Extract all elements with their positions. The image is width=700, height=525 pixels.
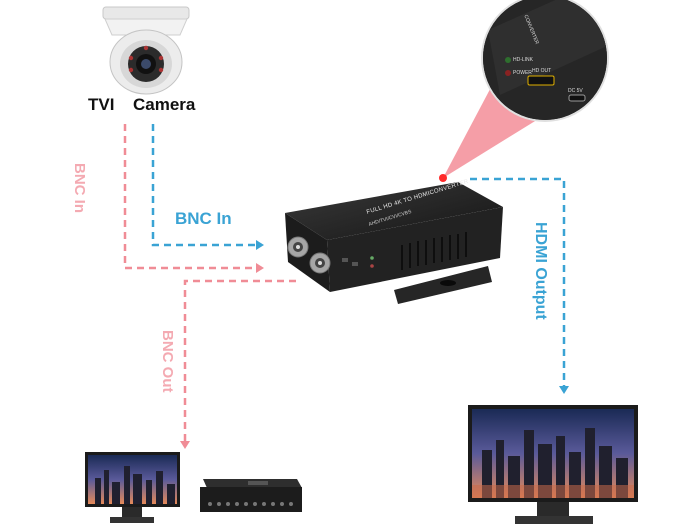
- hdmi-output-label: HDMI Output: [532, 222, 549, 320]
- bnc-in-label-vertical: BNC In: [71, 163, 88, 213]
- bnc-in-label-horizontal: BNC In: [175, 209, 232, 228]
- monitor-icon-right: [468, 405, 638, 524]
- camera-label: Camera: [133, 95, 196, 114]
- bnc-in-pink-arrow: [123, 124, 264, 273]
- zoom-label-hdmi-out: HD OUT: [532, 68, 552, 74]
- zoom-label-dc: DC 5V: [568, 88, 583, 94]
- bnc-out-label: BNC Out: [159, 330, 176, 393]
- dome-camera-icon: [102, 6, 190, 95]
- tvi-label: TVI: [88, 95, 115, 114]
- monitor-icon-left: [85, 452, 180, 523]
- zoom-label-link: HD-LINK: [513, 57, 534, 63]
- bnc-in-blue-arrow: [151, 124, 264, 250]
- dvr-icon: [200, 479, 302, 512]
- zoom-callout-icon: [481, 0, 609, 122]
- zoom-label-power: POWER: [513, 70, 532, 76]
- bnc-out-pink-arrow: [180, 279, 296, 449]
- converter-box-icon: [285, 182, 503, 304]
